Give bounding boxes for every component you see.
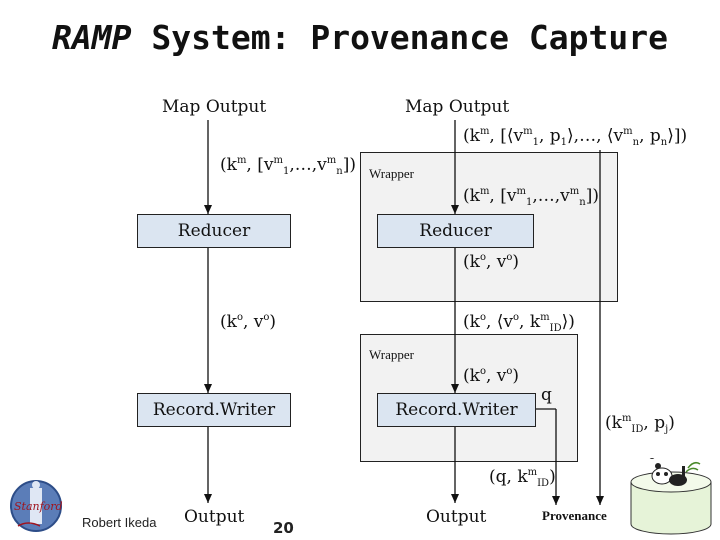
logo-text: Stanford — [14, 500, 63, 513]
left-map-output: Map Output — [162, 97, 267, 117]
title-ramp: RAMP — [52, 18, 132, 57]
right-inner-edge-label: (km, [vm1,…,vmn]) — [463, 186, 599, 208]
stanford-logo-icon: Stanford — [10, 480, 63, 532]
kid-pj-label: (kmID, pj) — [605, 413, 675, 435]
right-map-output: Map Output — [405, 97, 510, 117]
right-wrapper-output: (ko, ⟨vo, kmID⟩) — [463, 312, 575, 334]
provenance-label: Provenance — [542, 508, 607, 523]
page-number: 20 — [273, 519, 294, 537]
left-reducer-output: (ko, vo) — [220, 312, 277, 332]
wrapper-label-2: Wrapper — [369, 347, 414, 362]
right-reducer-output: (ko, vo) — [463, 252, 520, 272]
right-record-writer-box: Record.Writer — [377, 393, 536, 427]
author-name: Robert Ikeda — [82, 515, 157, 530]
slide-title: RAMP System: Provenance Capture — [0, 18, 720, 57]
left-reducer-box: Reducer — [137, 214, 291, 248]
q-kid-label: (q, kmID) — [489, 467, 556, 489]
wrapper-label-1: Wrapper — [369, 166, 414, 181]
left-edge-label: (km, [vm1,…,vmn]) — [220, 155, 356, 177]
provenance-database-icon — [630, 458, 712, 535]
q-label: q — [541, 385, 552, 405]
left-output: Output — [184, 507, 245, 527]
right-output: Output — [426, 507, 487, 527]
right-reducer-box: Reducer — [377, 214, 534, 248]
right-map-edge-label: (km, [⟨vm1, p1⟩,…, ⟨vmn, pn⟩]) — [463, 126, 688, 148]
left-record-writer-box: Record.Writer — [137, 393, 291, 427]
title-text: System: Provenance Capture — [151, 18, 668, 57]
right-record-writer-input: (ko, vo) — [463, 366, 520, 386]
